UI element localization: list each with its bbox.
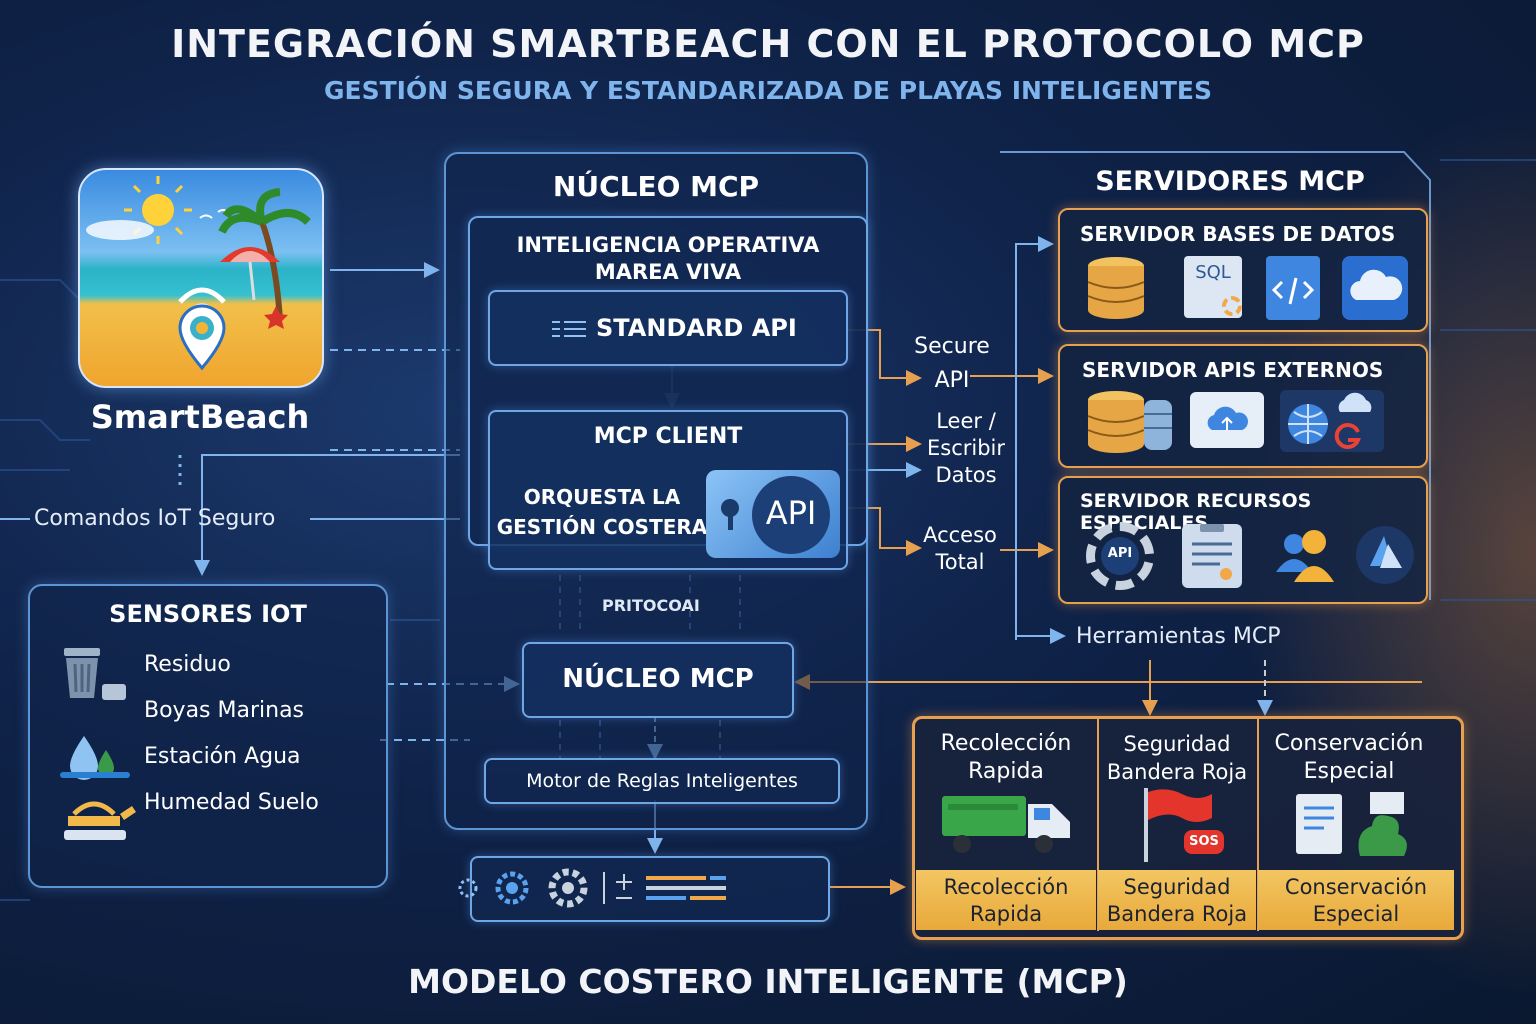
- server-db-box[interactable]: SERVIDOR BASES DE DATOS SQL: [1058, 208, 1428, 332]
- database-icon: [1086, 256, 1150, 320]
- action-title-conservation: Conservación Especial: [1258, 730, 1440, 786]
- action-title-security: Seguridad Bandera Roja: [1098, 730, 1256, 786]
- sensors-panel: SENSORES IOT Residuo Boyas Marinas Estac…: [28, 584, 388, 888]
- sensors-title: SENSORES IOT: [30, 600, 386, 628]
- sql-gear-icon: SQL: [1184, 256, 1242, 318]
- tools-label: Herramientas MCP: [1076, 624, 1280, 649]
- full-access-label: Acceso Total: [902, 522, 1018, 576]
- soil-humidity-icon: [60, 794, 140, 850]
- azure-icon: [1356, 526, 1414, 584]
- rules-engine-box[interactable]: Motor de Reglas Inteligentes: [484, 758, 840, 804]
- water-drop-icon: [60, 732, 130, 782]
- server-apis-box[interactable]: SERVIDOR APIS EXTERNOS: [1058, 344, 1428, 468]
- sensor-item-residuo: Residuo: [144, 652, 231, 677]
- server-special-box[interactable]: SERVIDOR RECURSOS ESPECIALES API: [1058, 476, 1428, 604]
- servers-title: SERVIDORES MCP: [1060, 166, 1400, 197]
- users-icon: [1272, 526, 1338, 586]
- footer-title: MODELO COSTERO INTELIGENTE (MCP): [0, 962, 1536, 1001]
- settings-small-icon[interactable]: [460, 880, 476, 896]
- standard-api-button[interactable]: STANDARD API: [488, 290, 848, 366]
- sensor-item-boyas: Boyas Marinas: [144, 698, 304, 723]
- action-label-conservation: Conservación Especial: [1258, 874, 1454, 928]
- sensor-item-humedad: Humedad Suelo: [144, 790, 319, 815]
- trash-bin-icon: [58, 642, 138, 702]
- operative-title: INTELIGENCIA OPERATIVA MAREA VIVA: [470, 232, 866, 286]
- document-plant-icon: [1290, 788, 1420, 860]
- key-icon: [714, 494, 754, 534]
- beach-illustration-icon: [80, 170, 322, 386]
- database-stack-icon: [1086, 390, 1176, 454]
- action-label-security: Seguridad Bandera Roja: [1098, 874, 1256, 928]
- nucleus-label: NÚCLEO MCP: [524, 664, 792, 694]
- action-title-collection: Recolección Rapida: [916, 730, 1096, 786]
- gear-large-icon[interactable]: [552, 872, 584, 904]
- app-name: SmartBeach: [70, 398, 330, 436]
- main-subtitle: GESTIÓN SEGURA Y ESTANDARIZADA DE PLAYAS…: [0, 76, 1536, 105]
- api-badge-label: API: [752, 494, 830, 532]
- main-title: INTEGRACIÓN SMARTBEACH CON EL PROTOCOLO …: [0, 22, 1536, 66]
- server-db-title: SERVIDOR BASES DE DATOS: [1080, 222, 1395, 246]
- standard-api-label: STANDARD API: [596, 314, 797, 342]
- protocol-label: PRITOCOAI: [602, 596, 700, 615]
- action-label-collection: Recolección Rapida: [916, 874, 1096, 928]
- red-flag-sos-icon: [1136, 784, 1226, 862]
- secure-api-label: Secure API: [894, 330, 1010, 398]
- sql-label: SQL: [1184, 262, 1242, 283]
- core-title: NÚCLEO MCP: [446, 170, 866, 203]
- smartbeach-app-icon[interactable]: [78, 168, 324, 388]
- api-badge-icon: API: [706, 470, 840, 558]
- orchestrate-label: ORQUESTA LA GESTIÓN COSTERA: [494, 482, 710, 542]
- plus-minus-icon[interactable]: [616, 874, 632, 898]
- gear-icon[interactable]: [498, 874, 526, 902]
- cloud-folder-icon: [1190, 392, 1264, 448]
- cloud-icon: [1342, 256, 1408, 320]
- server-apis-title: SERVIDOR APIS EXTERNOS: [1082, 358, 1383, 382]
- code-file-icon: [1266, 256, 1320, 320]
- document-icon: [1182, 524, 1242, 588]
- iot-command-label: Comandos IoT Seguro: [34, 506, 275, 531]
- api-gear-label: API: [1101, 546, 1139, 561]
- toolbar-icons: [454, 866, 834, 910]
- globe-cloud-icon: [1280, 390, 1384, 452]
- read-write-label: Leer / Escribir Datos: [908, 408, 1024, 489]
- nucleus-box[interactable]: NÚCLEO MCP: [522, 642, 794, 718]
- list-icon: [552, 320, 586, 338]
- sos-badge: SOS: [1184, 834, 1224, 849]
- mcp-client-label: MCP CLIENT: [490, 424, 846, 449]
- rules-engine-label: Motor de Reglas Inteligentes: [486, 770, 838, 792]
- sensor-item-estacion: Estación Agua: [144, 744, 301, 769]
- api-gear-icon: API: [1086, 522, 1154, 590]
- progress-bars-icon: [646, 876, 726, 900]
- garbage-truck-icon: [940, 790, 1074, 856]
- mcp-client-box[interactable]: MCP CLIENT ORQUESTA LA GESTIÓN COSTERA A…: [488, 410, 848, 570]
